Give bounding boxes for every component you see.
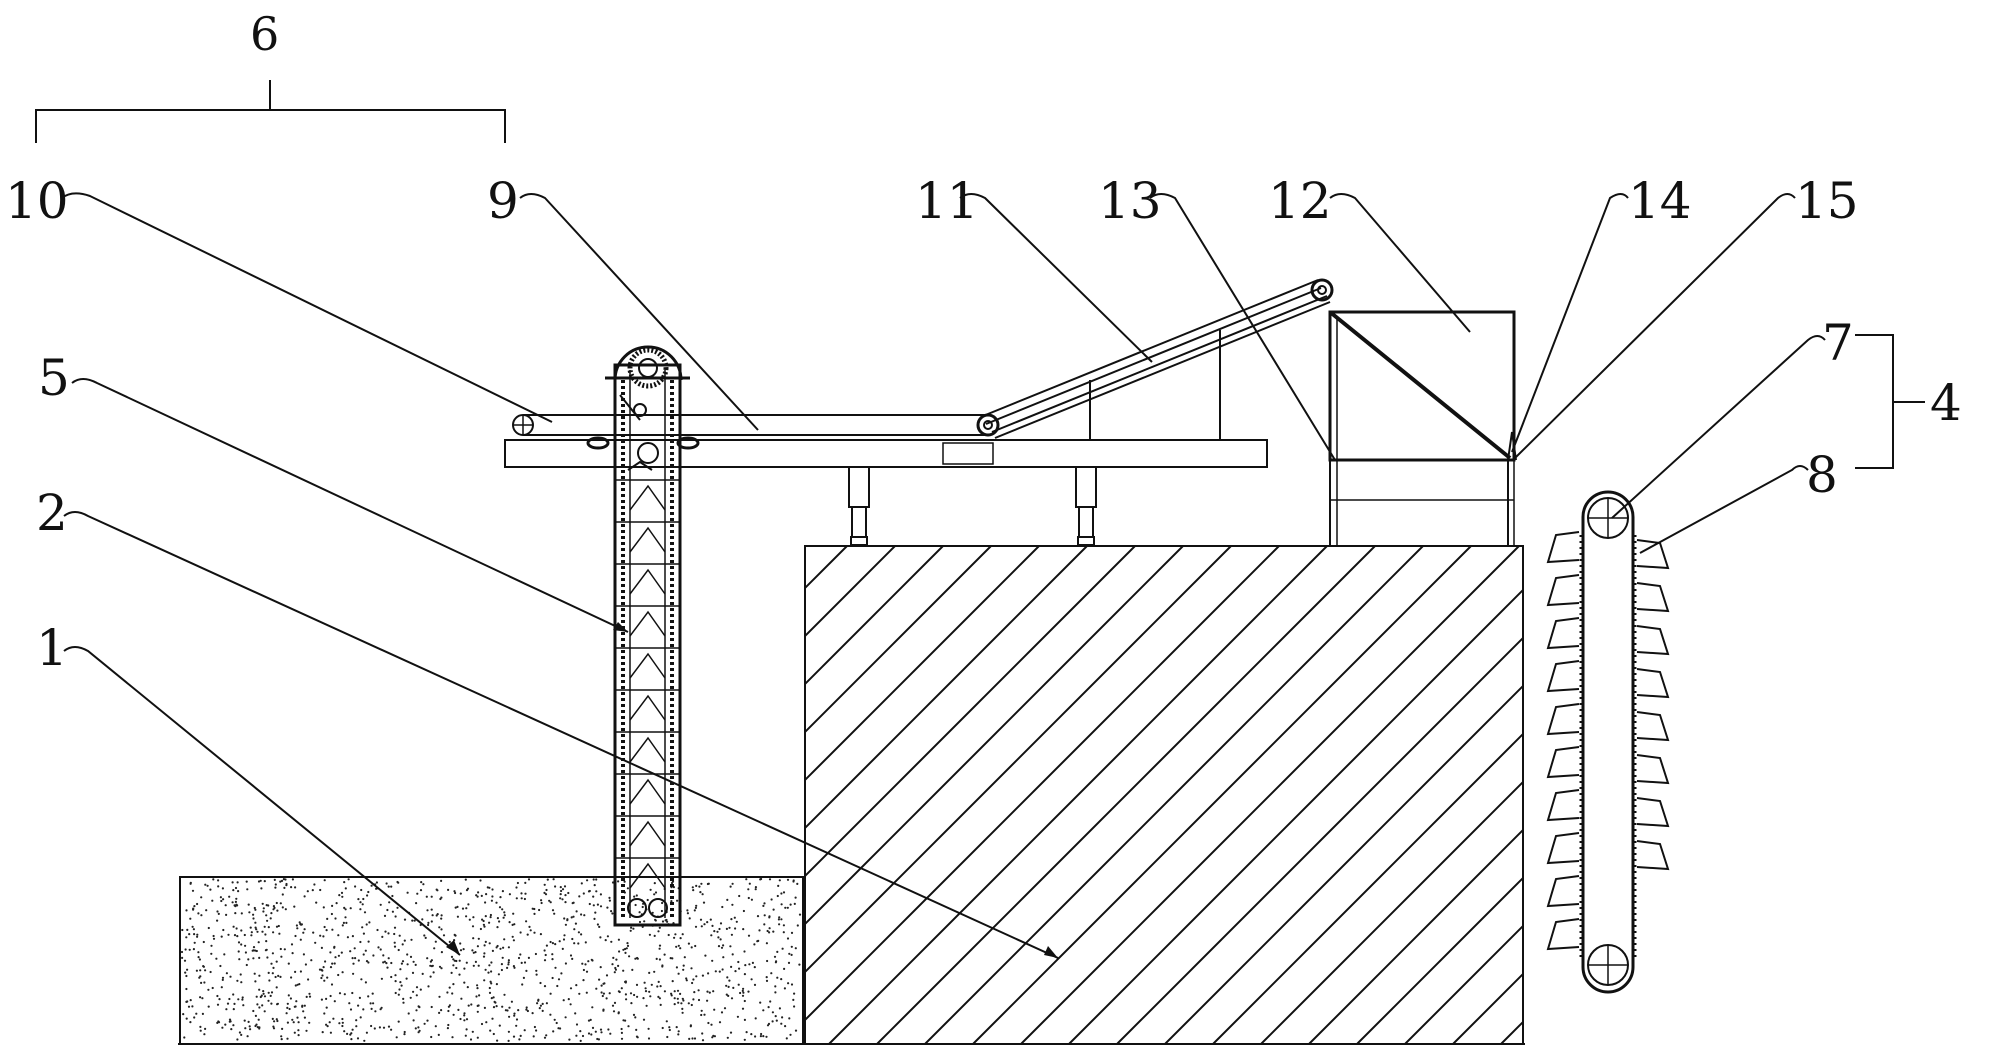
platform-frame [504,439,1268,546]
leader-5 [71,378,629,633]
label-1: 1 [36,619,68,677]
leader-14 [1511,193,1629,453]
bracket-6 [35,109,506,143]
label-5: 5 [38,349,70,407]
label-12: 12 [1268,172,1332,230]
bracket-4 [1855,334,1894,469]
label-15: 15 [1795,172,1859,230]
label-8: 8 [1806,446,1838,504]
label-11: 11 [915,172,979,230]
label-13: 13 [1098,172,1162,230]
leader-13 [1149,193,1336,461]
leader-12 [1329,193,1471,333]
sand-pit [179,876,804,1045]
sand-dots [180,877,802,1042]
inclined-conveyor [982,278,1334,440]
hatched-embankment [804,545,1524,1045]
leader-1 [63,646,461,956]
label-2: 2 [36,484,68,542]
leader-8 [1639,465,1809,554]
label-14: 14 [1628,172,1692,230]
label-10: 10 [5,172,69,230]
label-9: 9 [487,172,519,230]
side-bucket-chain [1546,490,1670,994]
hopper [1328,310,1517,546]
leader-15 [1514,193,1796,459]
label-7: 7 [1822,314,1854,372]
leader-7 [1611,335,1826,519]
horizontal-belt-conveyor [512,413,1000,437]
arrowhead-2 [1044,946,1058,958]
label-4: 4 [1930,374,1962,432]
leader-2 [63,511,1059,959]
arrowhead-1 [446,940,460,955]
label-6: 6 [250,7,279,61]
leader-10 [61,192,553,423]
leader-11 [959,193,1153,363]
arrowhead-5 [613,622,628,632]
vertical-bucket-elevator [586,345,700,927]
leader-9 [519,193,759,431]
